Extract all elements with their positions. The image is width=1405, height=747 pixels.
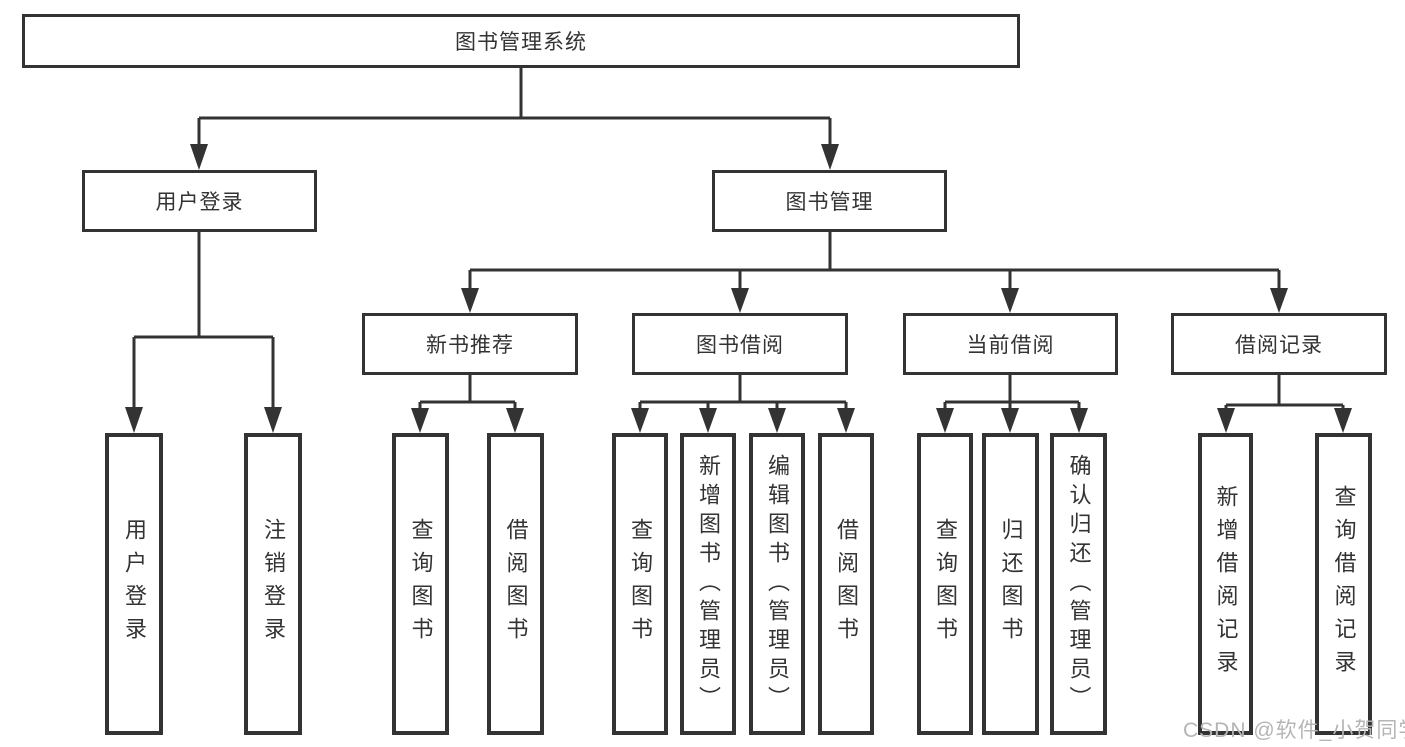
leaf-query-books-newbooks: 查询图书: [392, 433, 449, 735]
node-new-book-recommendation: 新书推荐: [362, 313, 578, 375]
leaf-label: 新增借阅记录: [1213, 485, 1239, 683]
leaf-query-borrow-record: 查询借阅记录: [1315, 433, 1372, 735]
leaf-query-books-current: 查询图书: [917, 433, 973, 735]
node-book-borrowing: 图书借阅: [632, 313, 848, 375]
leaf-label: 编辑图书（管理员）: [765, 453, 790, 715]
leaf-edit-books-admin: 编辑图书（管理员）: [749, 433, 805, 735]
leaf-label: 查询图书: [628, 518, 653, 650]
connector-userlogin-to-leaves: [132, 232, 275, 409]
node-user-login: 用户登录: [82, 170, 317, 232]
leaf-borrow-books-newbooks: 借阅图书: [487, 433, 544, 735]
leaf-query-books-borrow: 查询图书: [612, 433, 668, 735]
leaf-label: 确认归还（管理员）: [1066, 453, 1092, 715]
arrowhead-icon: [190, 144, 839, 170]
csdn-watermark: CSDN @软件_小贺同学: [1183, 719, 1405, 742]
leaf-label: 借阅图书: [834, 518, 859, 650]
connector-root-to-level2: [197, 68, 832, 146]
leaf-confirm-return-admin: 确认归还（管理员）: [1050, 433, 1107, 735]
leaf-logout: 注销登录: [244, 433, 302, 735]
leaf-add-borrow-record: 新增借阅记录: [1198, 433, 1253, 735]
connector-current-to-leaves: [943, 375, 1081, 410]
node-book-management: 图书管理: [712, 170, 947, 232]
arrowhead-icon: [411, 408, 524, 433]
arrowhead-icon: [461, 288, 1288, 313]
leaf-label: 查询图书: [408, 518, 434, 650]
arrowhead-icon: [936, 408, 1088, 433]
leaf-label: 查询借阅记录: [1331, 485, 1357, 683]
leaf-label: 注销登录: [261, 518, 286, 650]
connector-newbooks-to-leaves: [418, 375, 517, 410]
arrowhead-icon: [1217, 408, 1352, 433]
node-current-borrowing: 当前借阅: [903, 313, 1118, 375]
arrowhead-icon: [125, 407, 282, 433]
node-borrowing-records: 借阅记录: [1171, 313, 1387, 375]
leaf-return-books: 归还图书: [982, 433, 1039, 735]
connector-records-to-leaves: [1224, 375, 1345, 410]
leaf-label: 查询图书: [933, 518, 958, 650]
leaf-label: 新增图书（管理员）: [696, 453, 721, 715]
leaf-label: 用户登录: [122, 518, 147, 650]
leaf-borrow-books: 借阅图书: [818, 433, 874, 735]
arrowhead-icon: [631, 408, 855, 433]
leaf-user-login: 用户登录: [105, 433, 163, 735]
connector-borrow-to-leaves: [638, 375, 848, 410]
node-library-management-system: 图书管理系统: [22, 14, 1020, 68]
leaf-add-books-admin: 新增图书（管理员）: [680, 433, 736, 735]
leaf-label: 归还图书: [998, 518, 1024, 650]
leaf-label: 借阅图书: [503, 518, 529, 650]
connector-bookmgmt-to-level3: [468, 232, 1281, 291]
